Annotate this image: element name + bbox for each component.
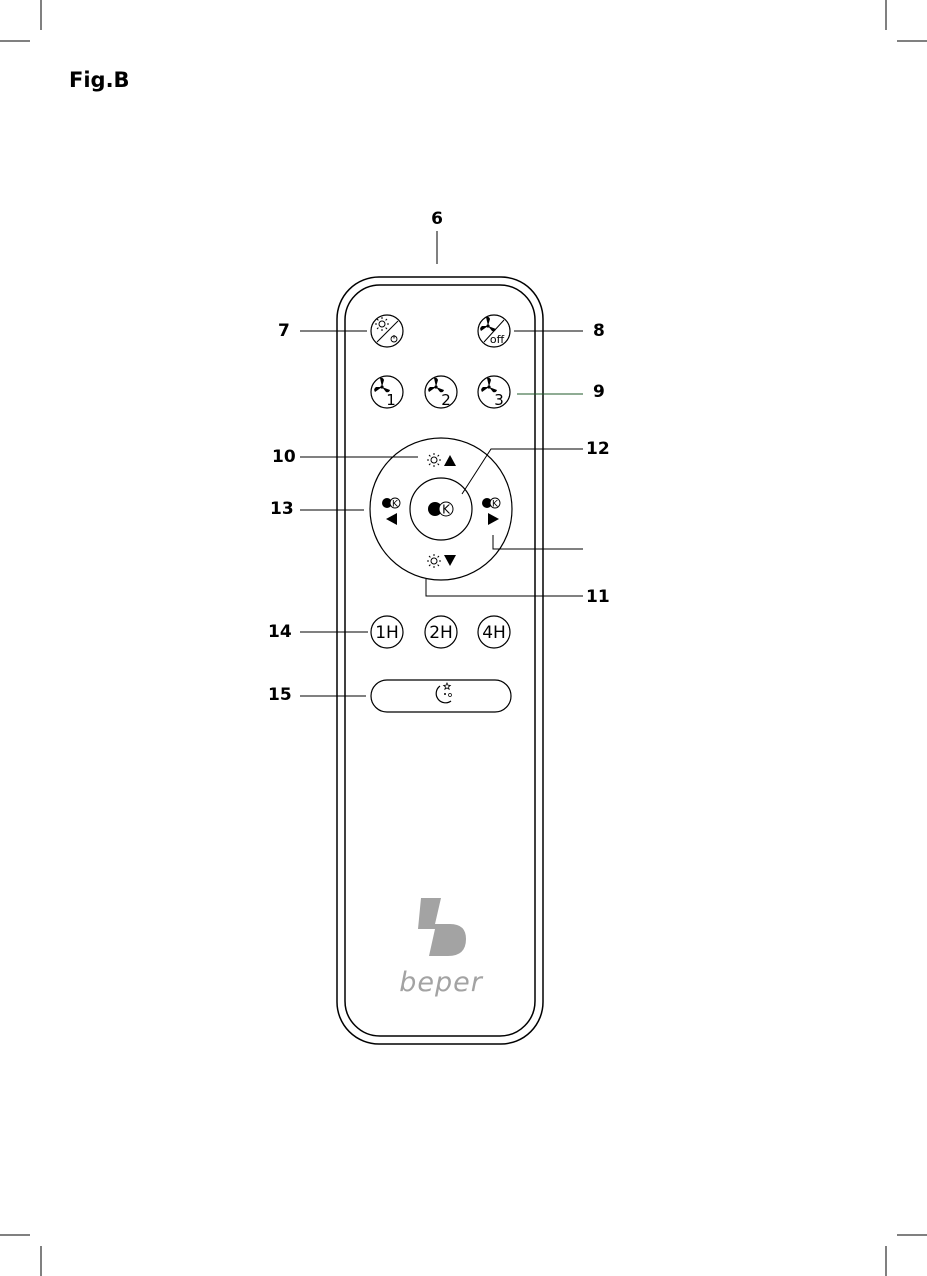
figure-title: Fig.B bbox=[69, 68, 130, 92]
svg-text:K: K bbox=[442, 503, 451, 517]
fan-speed-2-button[interactable]: 2 bbox=[425, 376, 457, 409]
callout-9: 9 bbox=[593, 382, 605, 402]
callout-7: 7 bbox=[278, 321, 290, 341]
fan-speed-1-button[interactable]: 1 bbox=[371, 376, 403, 409]
timer-2h-button[interactable]: 2H bbox=[425, 616, 457, 648]
callout-8: 8 bbox=[593, 321, 605, 341]
brand-name: beper bbox=[399, 967, 484, 998]
fan-speed-3-button[interactable]: 3 bbox=[478, 376, 510, 409]
fan-off-button[interactable]: off bbox=[478, 315, 510, 347]
timer-1h-label: 1H bbox=[375, 623, 399, 643]
callout-14: 14 bbox=[268, 622, 292, 642]
timer-4h-label: 4H bbox=[482, 623, 506, 643]
timer-2h-label: 2H bbox=[429, 623, 453, 643]
callout-6: 6 bbox=[431, 209, 443, 229]
fan-speed-1-label: 1 bbox=[386, 391, 396, 409]
fan-off-label: off bbox=[490, 333, 505, 346]
callout-12: 12 bbox=[586, 439, 610, 459]
callout-15: 15 bbox=[268, 685, 292, 705]
light-power-button[interactable] bbox=[371, 315, 403, 347]
callout-11: 11 bbox=[586, 587, 610, 607]
callout-13: 13 bbox=[270, 499, 294, 519]
timer-1h-button[interactable]: 1H bbox=[371, 616, 403, 648]
fan-speed-3-label: 3 bbox=[494, 391, 504, 409]
sleep-mode-button[interactable] bbox=[371, 680, 511, 712]
callout-10: 10 bbox=[272, 447, 296, 467]
timer-4h-button[interactable]: 4H bbox=[478, 616, 510, 648]
fan-speed-2-label: 2 bbox=[441, 391, 451, 409]
